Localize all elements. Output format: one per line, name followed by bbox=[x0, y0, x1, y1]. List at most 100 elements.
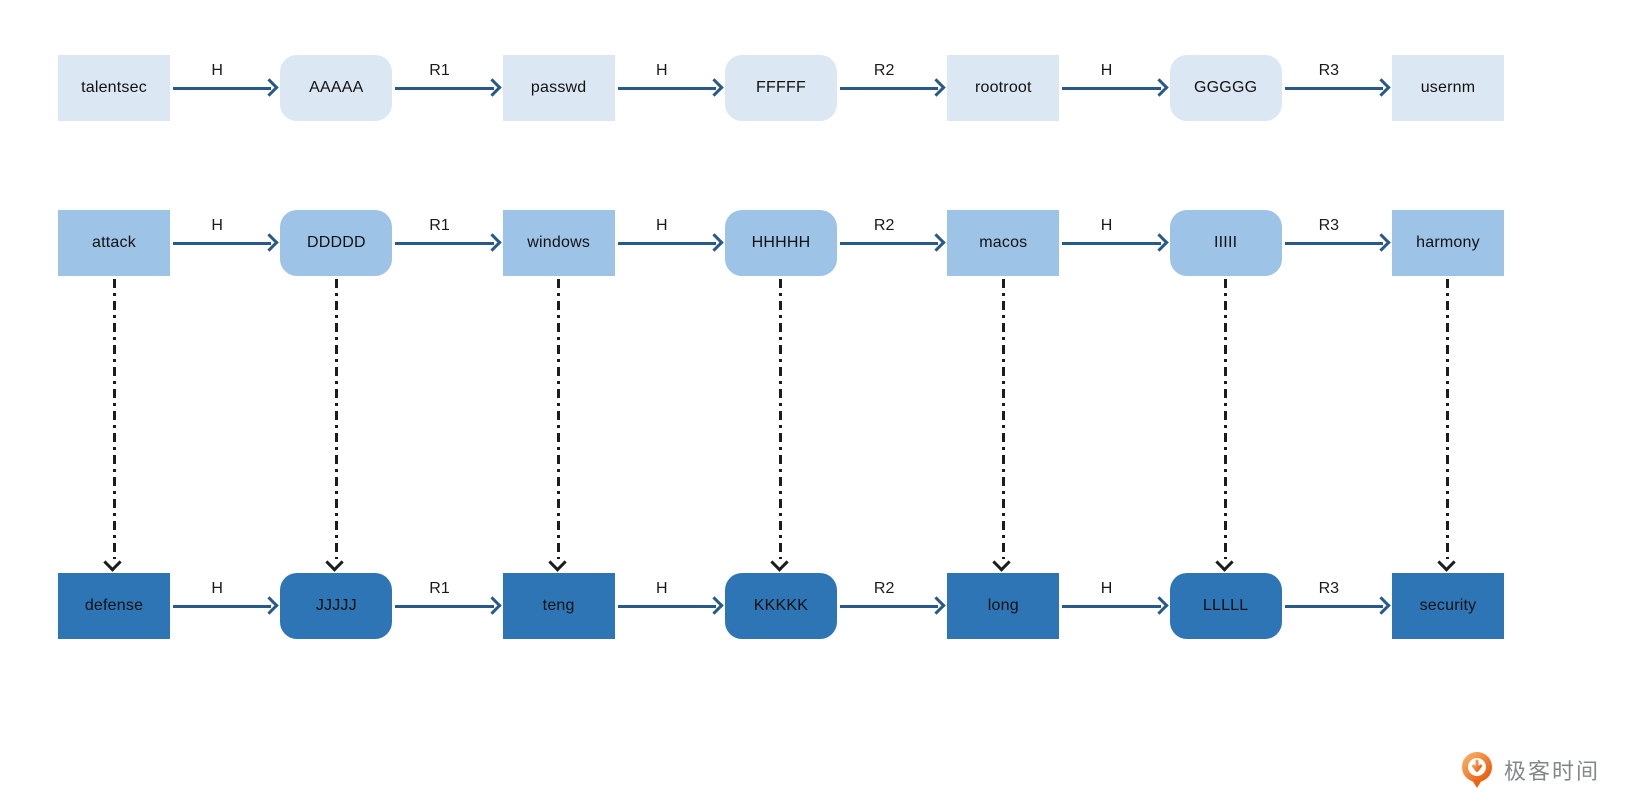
arrow-head-down-icon bbox=[992, 553, 1012, 572]
arrow-label: R3 bbox=[1318, 62, 1340, 79]
arrow-line bbox=[395, 87, 494, 90]
arrow-line bbox=[1062, 242, 1161, 245]
dash-dot-line bbox=[557, 279, 561, 559]
arrow-head-icon bbox=[705, 78, 724, 97]
dashed-connector bbox=[1170, 276, 1282, 573]
arrow-line bbox=[173, 242, 272, 245]
arrow-line bbox=[395, 242, 494, 245]
connector-spacer bbox=[1282, 276, 1392, 573]
connector-spacer bbox=[1059, 276, 1169, 573]
arrow-H: H bbox=[170, 210, 280, 276]
node-KKKKK: KKKKK bbox=[724, 573, 837, 639]
dash-dot-line bbox=[1224, 279, 1228, 559]
arrow-H: H bbox=[1059, 573, 1169, 639]
arrow-label: H bbox=[656, 62, 668, 79]
arrow-H: H bbox=[615, 55, 725, 121]
dashed-connector bbox=[725, 276, 837, 573]
node-defense: defense bbox=[58, 573, 170, 639]
arrow-line bbox=[395, 605, 494, 608]
connector-spacer bbox=[837, 276, 947, 573]
arrow-head-icon bbox=[1372, 596, 1391, 615]
dashed-connector bbox=[58, 276, 170, 573]
node-label: security bbox=[1419, 597, 1477, 614]
node-security: security bbox=[1391, 573, 1504, 639]
arrow-R2: R2 bbox=[837, 55, 947, 121]
arrow-R3: R3 bbox=[1282, 573, 1392, 639]
node-label: harmony bbox=[1416, 234, 1480, 251]
arrow-label: H bbox=[211, 62, 223, 79]
arrow-line bbox=[617, 87, 716, 90]
arrow-H: H bbox=[1059, 210, 1169, 276]
node-label: macos bbox=[979, 234, 1028, 251]
arrow-label: H bbox=[1100, 580, 1113, 597]
arrow-H: H bbox=[615, 210, 725, 276]
arrow-head-down-icon bbox=[547, 553, 567, 572]
node-attack: attack bbox=[58, 210, 170, 276]
arrow-line bbox=[1284, 605, 1383, 608]
arrow-label: H bbox=[1100, 217, 1113, 234]
arrow-line bbox=[839, 87, 939, 90]
node-DDDDD: DDDDD bbox=[280, 210, 393, 276]
dash-dot-line bbox=[1446, 279, 1450, 559]
arrow-label: R1 bbox=[429, 62, 450, 79]
arrow-R1: R1 bbox=[392, 573, 502, 639]
arrow-line bbox=[617, 605, 716, 608]
connector-spacer bbox=[170, 276, 280, 573]
arrow-head-icon bbox=[927, 78, 947, 97]
dash-dot-line bbox=[1001, 279, 1005, 559]
arrow-head-icon bbox=[260, 78, 280, 97]
vertical-connectors bbox=[58, 276, 1504, 573]
arrow-H: H bbox=[1059, 55, 1169, 121]
geektime-logo: 极客时间 bbox=[1459, 751, 1600, 789]
arrow-R2: R2 bbox=[837, 573, 947, 639]
arrow-label: R3 bbox=[1318, 580, 1340, 597]
node-label: IIIII bbox=[1214, 234, 1238, 251]
node-rootroot: rootroot bbox=[947, 55, 1060, 121]
arrow-head-icon bbox=[1372, 233, 1391, 252]
arrow-head-icon bbox=[482, 596, 502, 615]
arrow-label: H bbox=[656, 580, 668, 597]
arrow-head-down-icon bbox=[1437, 553, 1456, 572]
node-JJJJJ: JJJJJ bbox=[280, 573, 393, 639]
arrow-label: H bbox=[211, 580, 223, 597]
arrow-R2: R2 bbox=[837, 210, 947, 276]
arrow-line bbox=[173, 605, 272, 608]
connector-spacer bbox=[615, 276, 725, 573]
arrow-head-down-icon bbox=[770, 553, 789, 572]
node-label: KKKKK bbox=[753, 597, 809, 614]
arrow-label: R2 bbox=[873, 62, 895, 79]
arrow-head-icon bbox=[705, 596, 724, 615]
node-label: talentsec bbox=[81, 79, 147, 96]
arrow-head-down-icon bbox=[325, 553, 345, 572]
arrow-head-icon bbox=[482, 78, 502, 97]
arrow-head-icon bbox=[1372, 78, 1391, 97]
node-label: GGGGG bbox=[1194, 79, 1258, 96]
node-label: AAAAA bbox=[309, 79, 364, 96]
arrow-head-icon bbox=[705, 233, 724, 252]
connector-spacer bbox=[392, 276, 502, 573]
geektime-logo-icon bbox=[1461, 752, 1492, 788]
node-AAAAA: AAAAA bbox=[280, 55, 393, 121]
node-label: defense bbox=[84, 597, 144, 614]
arrow-R3: R3 bbox=[1282, 55, 1392, 121]
arrow-head-icon bbox=[1149, 596, 1169, 615]
arrow-line bbox=[1062, 605, 1161, 608]
arrow-head-icon bbox=[927, 596, 947, 615]
arrow-head-icon bbox=[927, 233, 947, 252]
arrow-label: R1 bbox=[429, 217, 450, 234]
node-label: passwd bbox=[530, 79, 587, 96]
arrow-label: R2 bbox=[873, 217, 895, 234]
node-label: rootroot bbox=[974, 79, 1032, 96]
node-label: LLLLL bbox=[1202, 597, 1249, 614]
arrow-head-icon bbox=[260, 596, 280, 615]
arrow-line bbox=[1284, 87, 1383, 90]
node-harmony: harmony bbox=[1391, 210, 1504, 276]
node-HHHHH: HHHHH bbox=[724, 210, 837, 276]
arrow-R1: R1 bbox=[392, 55, 502, 121]
dashed-connector bbox=[503, 276, 615, 573]
arrow-H: H bbox=[615, 573, 725, 639]
arrow-label: R3 bbox=[1318, 217, 1340, 234]
dash-dot-line bbox=[112, 279, 116, 559]
